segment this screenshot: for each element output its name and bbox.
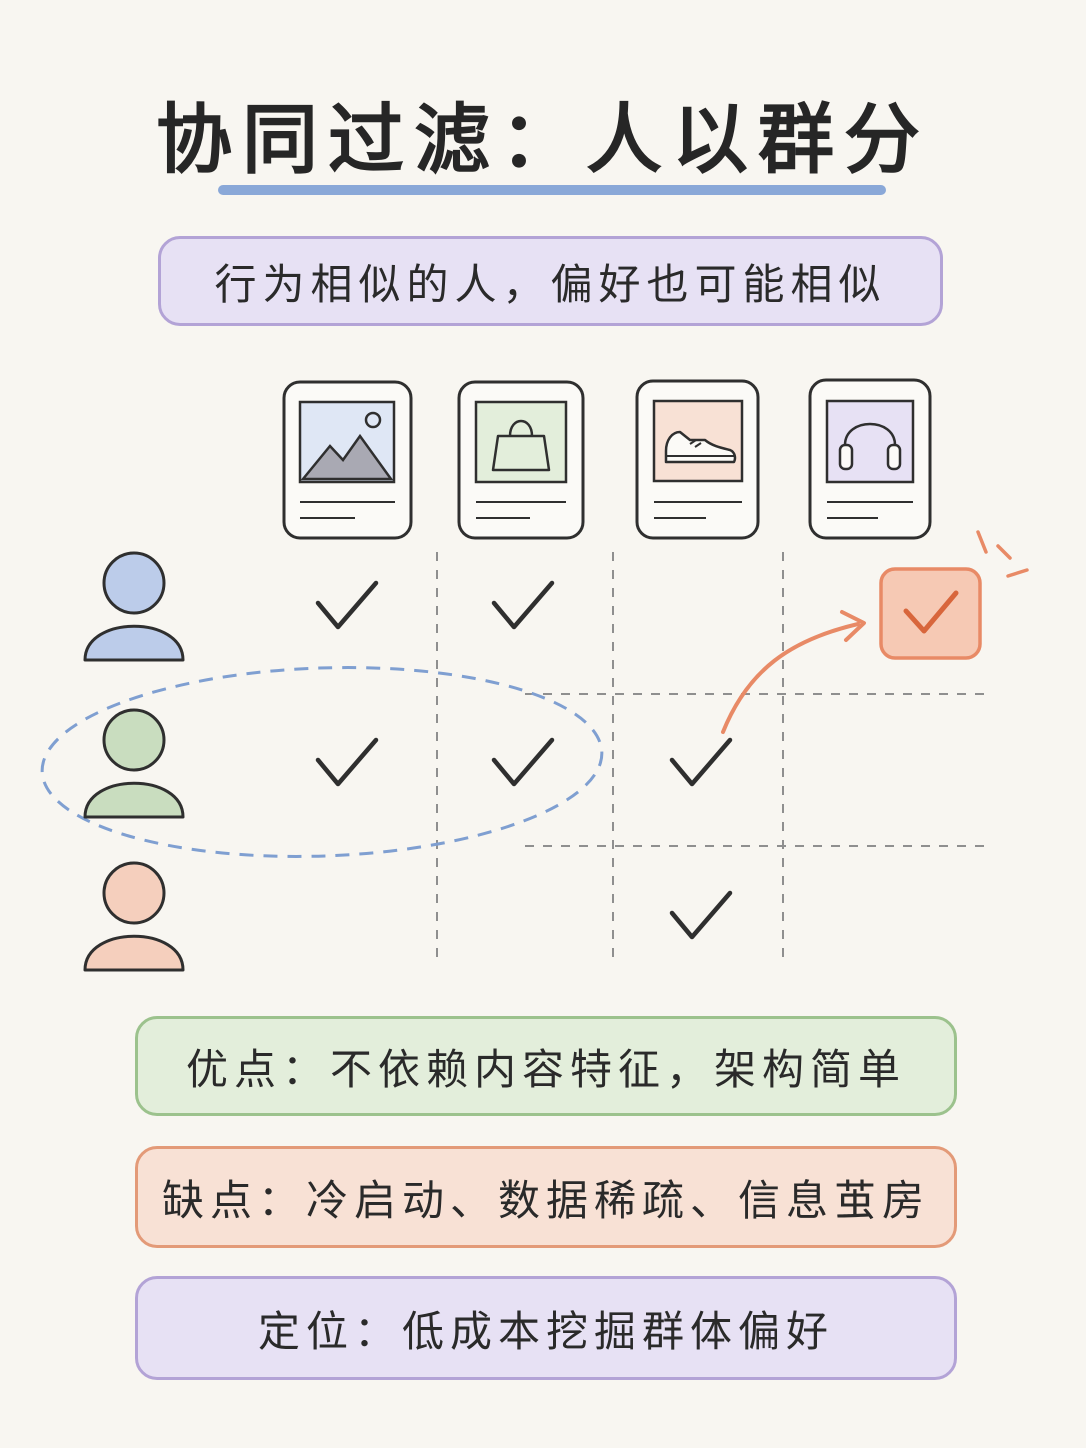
check-user-b-image bbox=[315, 737, 379, 787]
page-title: 协同过滤：人以群分 bbox=[156, 95, 930, 184]
item-cards bbox=[282, 378, 932, 540]
sneaker-icon bbox=[664, 430, 737, 464]
user-b-avatar bbox=[83, 708, 185, 819]
check-user-a-bag bbox=[491, 580, 555, 630]
shopping-bag-icon bbox=[491, 419, 551, 472]
user-a-avatar bbox=[83, 551, 185, 662]
check-user-b-shoe bbox=[669, 737, 733, 787]
recommended-check-icon bbox=[903, 590, 959, 634]
item-card-headphones[interactable] bbox=[808, 378, 932, 540]
check-user-b-bag bbox=[491, 737, 555, 787]
pros-text: 优点：不依赖内容特征，架构简单 bbox=[185, 1044, 906, 1094]
item-card-bag[interactable] bbox=[457, 380, 585, 540]
item-thumb-headphones bbox=[825, 399, 915, 484]
user-avatars bbox=[83, 551, 185, 972]
user-c-avatar bbox=[83, 861, 185, 972]
position-banner: 定位：低成本挖掘群体偏好 bbox=[135, 1276, 957, 1380]
similar-users-highlight bbox=[40, 666, 604, 858]
subtitle-text: 行为相似的人，偏好也可能相似 bbox=[214, 259, 887, 309]
subtitle-banner: 行为相似的人，偏好也可能相似 bbox=[158, 236, 943, 326]
item-card-image[interactable] bbox=[282, 380, 413, 540]
item-thumb-bag bbox=[474, 400, 568, 484]
cons-text: 缺点：冷启动、数据稀疏、信息茧房 bbox=[161, 1175, 930, 1225]
landscape-image-icon bbox=[300, 411, 394, 481]
cons-banner: 缺点：冷启动、数据稀疏、信息茧房 bbox=[135, 1146, 957, 1248]
interaction-checks bbox=[315, 580, 733, 940]
check-user-a-image bbox=[315, 580, 379, 630]
recommended-item-badge bbox=[879, 530, 1029, 660]
recommendation-arrow bbox=[721, 610, 866, 734]
pros-banner: 优点：不依赖内容特征，架构简单 bbox=[135, 1016, 957, 1116]
check-user-c-shoe bbox=[669, 890, 733, 940]
headphones-icon bbox=[838, 422, 902, 471]
position-text: 定位：低成本挖掘群体偏好 bbox=[257, 1306, 834, 1356]
sparkle-icon bbox=[976, 530, 1029, 578]
grid-lines bbox=[436, 552, 985, 966]
title-underline bbox=[218, 185, 886, 195]
item-card-shoe[interactable] bbox=[635, 379, 760, 540]
